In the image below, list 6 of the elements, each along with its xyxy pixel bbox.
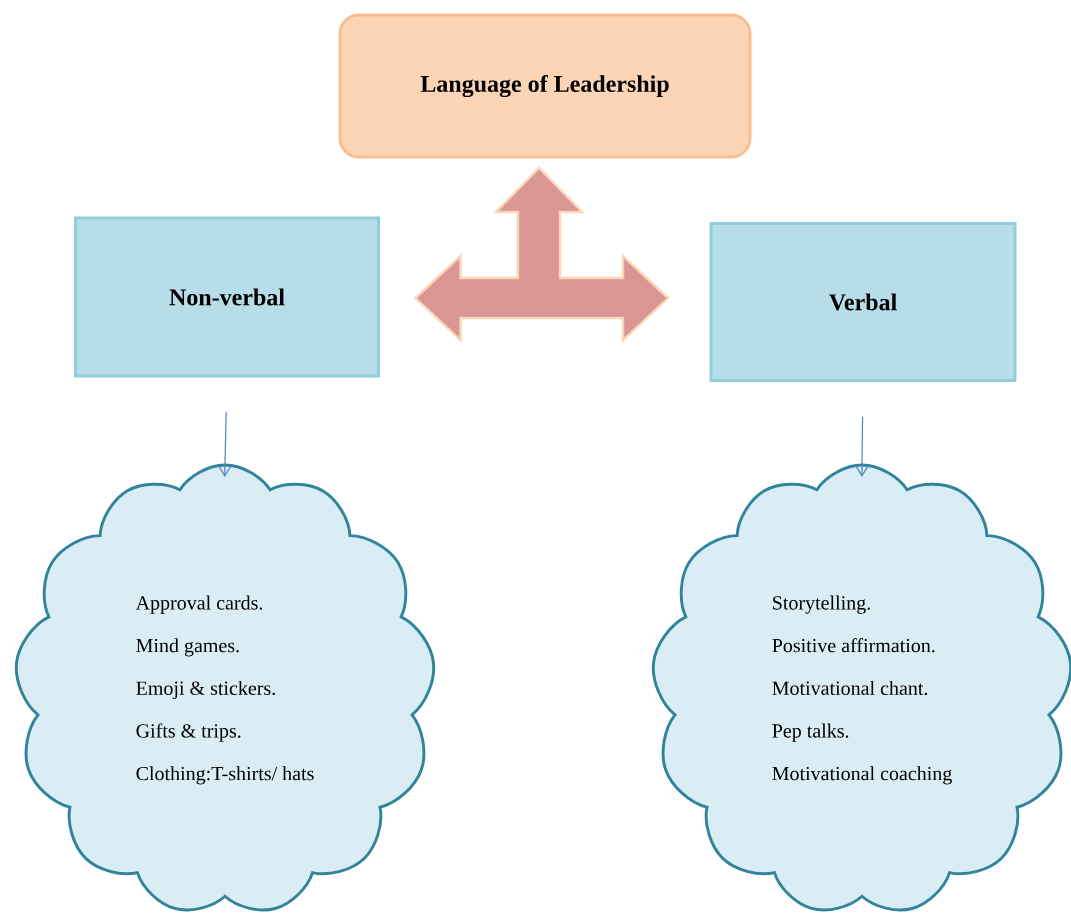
- block-arrow: [413, 166, 670, 343]
- arrow: [854, 416, 870, 477]
- category-box: Non-verbal: [74, 216, 380, 378]
- category-box: Verbal: [709, 222, 1017, 382]
- arrow: [217, 411, 233, 477]
- title-box: Language of Leadership: [338, 13, 752, 159]
